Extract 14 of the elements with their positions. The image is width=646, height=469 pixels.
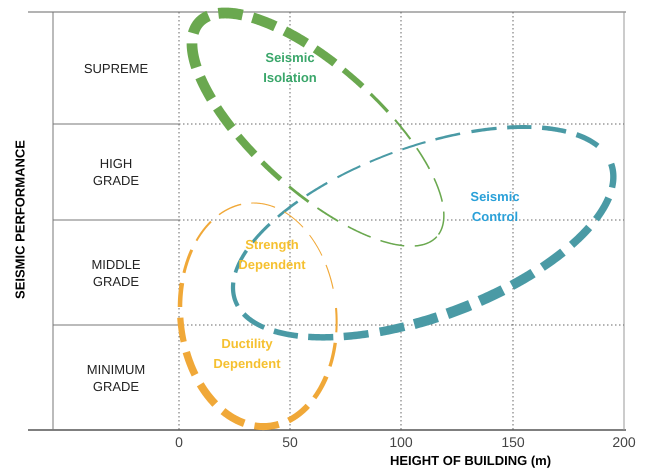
axis-title: SEISMIC PERFORMANCE [12, 140, 28, 300]
grade-label: SUPREME [82, 60, 150, 76]
axis-title: HEIGHT OF BUILDING (m) [390, 453, 552, 468]
tick-label: 200 [611, 434, 637, 450]
tick-label: 100 [388, 434, 414, 450]
region-label: Seismic Isolation [262, 48, 318, 87]
grade-label: MIDDLE GRADE [90, 256, 142, 290]
grade-label: MINIMUM GRADE [86, 360, 146, 394]
region-label: Ductility Dependent [212, 334, 282, 373]
grade-label: HIGH GRADE [92, 155, 140, 189]
region-label: Seismic Control [469, 188, 521, 226]
tick-label: 50 [281, 434, 299, 450]
tick-label: 150 [500, 434, 526, 450]
tick-label: 0 [174, 434, 184, 450]
